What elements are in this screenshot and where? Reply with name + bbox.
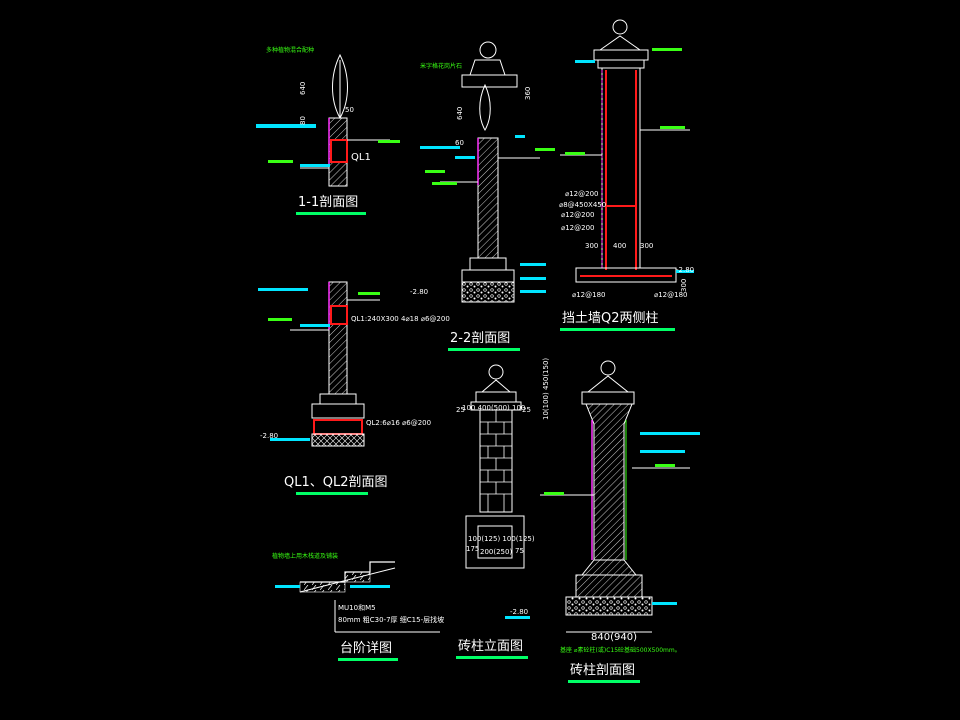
elev-vert-dims: 10(100) 450(150) <box>542 358 550 420</box>
retaining-wall-q2: ⌀12@200 ⌀8@450X450 ⌀12@200 ⌀12@200 300 4… <box>559 19 694 331</box>
dim-360: 360 <box>524 87 532 100</box>
rebar-q2-3: ⌀12@200 <box>561 211 594 219</box>
svg-text:-2.80: -2.80 <box>510 608 528 616</box>
step-detail: 植物墙上用木栈道及铺装 MU10和M5 80mm 粗C30-7厚 细C15-层找… <box>272 552 444 661</box>
svg-text:多种植物混合配种: 多种植物混合配种 <box>266 46 314 54</box>
brick-pillar-section: -2.80 840(940) 基座 ⌀素砼柱(或)C15砼基础500X500mm… <box>505 360 700 683</box>
svg-text:60: 60 <box>455 139 464 147</box>
title-section-2-2: 2-2剖面图 <box>450 331 510 346</box>
elev-square-bot: 200(250) <box>480 548 512 556</box>
dim-300-a: 300 <box>585 242 598 250</box>
rebar-q2-6: ⌀12@180 <box>654 291 687 299</box>
dim-80: 80 <box>299 116 307 125</box>
title-step-detail: 台阶详图 <box>340 641 392 656</box>
elev-square-top: 100(125) 100(125) <box>468 535 535 543</box>
section-ql1-ql2: QL1:240X300 4⌀18 ⌀6@200 QL2:6⌀16 ⌀6@200 … <box>258 281 450 495</box>
level-2-2: -2.80 <box>410 288 428 296</box>
label-ql1-spec: QL1:240X300 4⌀18 ⌀6@200 <box>351 315 450 323</box>
step-mu10: MU10和M5 <box>338 603 376 612</box>
title-pillar-section: 砖柱剖面图 <box>570 663 635 678</box>
elev-175-a: 175 <box>466 545 479 553</box>
title-retaining-wall: 挡土墙Q2两侧柱 <box>562 311 659 326</box>
title-ql1-ql2: QL1、QL2剖面图 <box>284 475 388 490</box>
svg-text:-2.80: -2.80 <box>676 266 694 274</box>
title-section-1-1: 1-1剖面图 <box>298 195 358 210</box>
elev-175-b: 75 <box>515 547 524 555</box>
elev-25-a: 25 <box>456 406 465 414</box>
rebar-q2-1: ⌀12@200 <box>565 190 598 198</box>
rebar-q2-4: ⌀12@200 <box>561 224 594 232</box>
section-1-1: 多种植物混合配种 640 80 50 QL1 1-1剖面图 <box>256 46 400 215</box>
dim-50: 50 <box>345 106 354 114</box>
svg-text:植物墙上用木栈道及铺装: 植物墙上用木栈道及铺装 <box>272 552 338 560</box>
svg-text:640: 640 <box>456 107 464 120</box>
step-note: 80mm 粗C30-7厚 细C15-层找坡 <box>338 615 444 624</box>
label-ql1: QL1 <box>351 152 371 163</box>
rebar-q2-5: ⌀12@180 <box>572 291 605 299</box>
section-2-2: 米字格花岗片石 640 360 60 -2.80 2-2剖面图 <box>410 41 555 351</box>
title-underline <box>296 212 366 215</box>
svg-text:米字格花岗片石: 米字格花岗片石 <box>420 62 462 70</box>
base-note: 基座 ⌀素砼柱(或)C15砼基础500X500mm。 <box>560 646 681 654</box>
dim-300-c: 300 <box>680 279 688 292</box>
elev-top-dims: 100 400(500) 100 <box>462 404 525 412</box>
elev-25-b: 25 <box>522 406 531 414</box>
dim-640: 640 <box>299 82 307 95</box>
base-width: 840(940) <box>591 632 637 643</box>
dim-400: 400 <box>613 242 626 250</box>
rebar-q2-2: ⌀8@450X450 <box>559 201 606 209</box>
title-pillar-elevation: 砖柱立面图 <box>458 639 523 654</box>
brick-pillar-elevation: 100 400(500) 100 25 25 10(100) 450(150) … <box>456 358 550 659</box>
label-ql2-spec: QL2:6⌀16 ⌀6@200 <box>366 419 431 427</box>
dim-300-b: 300 <box>640 242 653 250</box>
level-ql: -2.80 <box>260 432 278 440</box>
